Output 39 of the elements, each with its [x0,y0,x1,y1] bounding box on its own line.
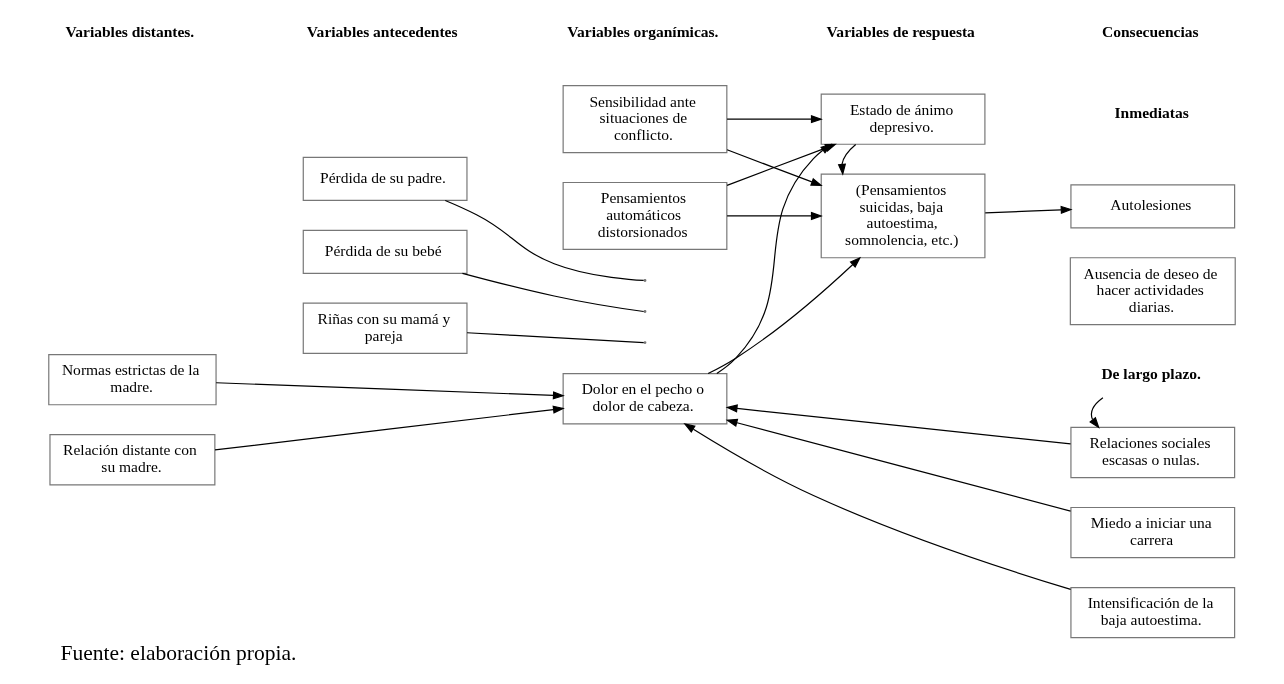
node-box: Autolesiones [1070,184,1236,229]
node-box: Intensificación de la baja autoestima. [1070,586,1236,639]
node-box: Relaciones sociales escasas o nulas. [1070,426,1236,479]
arrow [707,256,862,375]
connector [444,199,645,282]
arrow [984,205,1073,215]
label: Variables de respuesta [826,23,975,41]
node-box: Miedo a iniciar una carrera [1070,506,1236,559]
arrow [726,211,823,221]
label: Variables organímicas. [567,23,719,41]
node-box: Pensamientos automáticos distorsionados [562,181,728,250]
node-box: Sensibilidad ante situaciones de conflicto. [562,85,728,154]
arrow [837,143,857,176]
node-box: Riñas con su mamá y pareja [302,302,468,354]
node-box: Estado de ánimo depresivo. [820,93,986,145]
arrow [214,405,565,451]
label: Consecuencias [1102,23,1199,41]
arrow [215,382,565,400]
label: Inmediatas [1114,104,1189,122]
node-box: Ausencia de deseo de hacer actividades diarias. [1069,257,1236,326]
label: Variables antecedentes [306,23,458,41]
connector [461,272,645,313]
connector [466,332,645,344]
node-box: (Pensamientos suicidas, baja autoestima, somnolencia, etc.) [820,173,986,259]
arrow [725,418,1072,512]
arrow [716,143,833,374]
caption: Fuente: elaboración propia. [60,640,297,665]
node-text: De largo plazo. [1101,364,1201,382]
arrow [683,423,1072,590]
arrow [726,115,823,124]
node-box: Pérdida de su bebé [302,229,468,274]
node-box: Dolor en el pecho o dolor de cabeza. [562,373,728,425]
node-box: Normas estrictas de la madre. [48,353,217,406]
node-box: Pérdida de su padre. [302,156,468,201]
arrow [725,404,1072,445]
node-box: Relación distante con su madre. [49,434,216,486]
arrow [726,149,823,186]
arrow [1089,397,1104,429]
label: Variables distantes. [65,23,195,41]
